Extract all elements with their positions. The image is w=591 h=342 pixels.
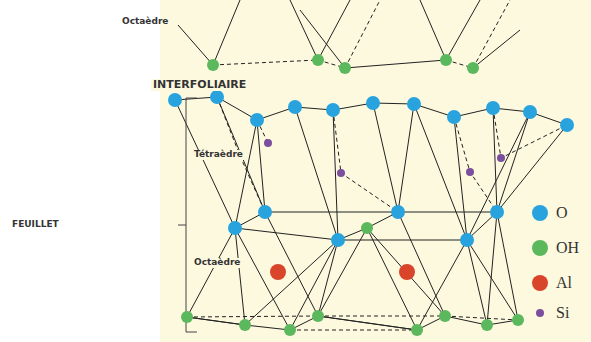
legend-swatch <box>532 240 548 256</box>
legend-swatch <box>532 275 548 291</box>
legend-text: OH <box>556 240 579 256</box>
bonds <box>175 0 567 330</box>
legend-swatch <box>532 205 548 221</box>
legend-item: O <box>532 205 568 221</box>
layer-label: INTERFOLIAIRE <box>151 79 248 91</box>
legend-swatch <box>536 309 544 317</box>
al-atoms <box>270 264 415 280</box>
legend-text: Al <box>556 275 572 291</box>
layer-label: FEUILLET <box>10 220 61 230</box>
legend-item: Si <box>536 305 569 321</box>
legend-text: Si <box>556 305 569 321</box>
o-atoms <box>168 90 574 247</box>
layer-label: Octaèdre <box>120 17 170 27</box>
oh-atoms <box>181 54 524 336</box>
legend-text: O <box>556 205 568 221</box>
layer-label: Tétraèdre <box>192 150 245 160</box>
si-atoms <box>236 139 505 177</box>
layer-label: Octaèdre <box>192 258 242 268</box>
legend-item: Al <box>532 275 572 291</box>
background <box>160 0 591 342</box>
bracket <box>178 98 197 332</box>
legend-item: OH <box>532 240 579 256</box>
